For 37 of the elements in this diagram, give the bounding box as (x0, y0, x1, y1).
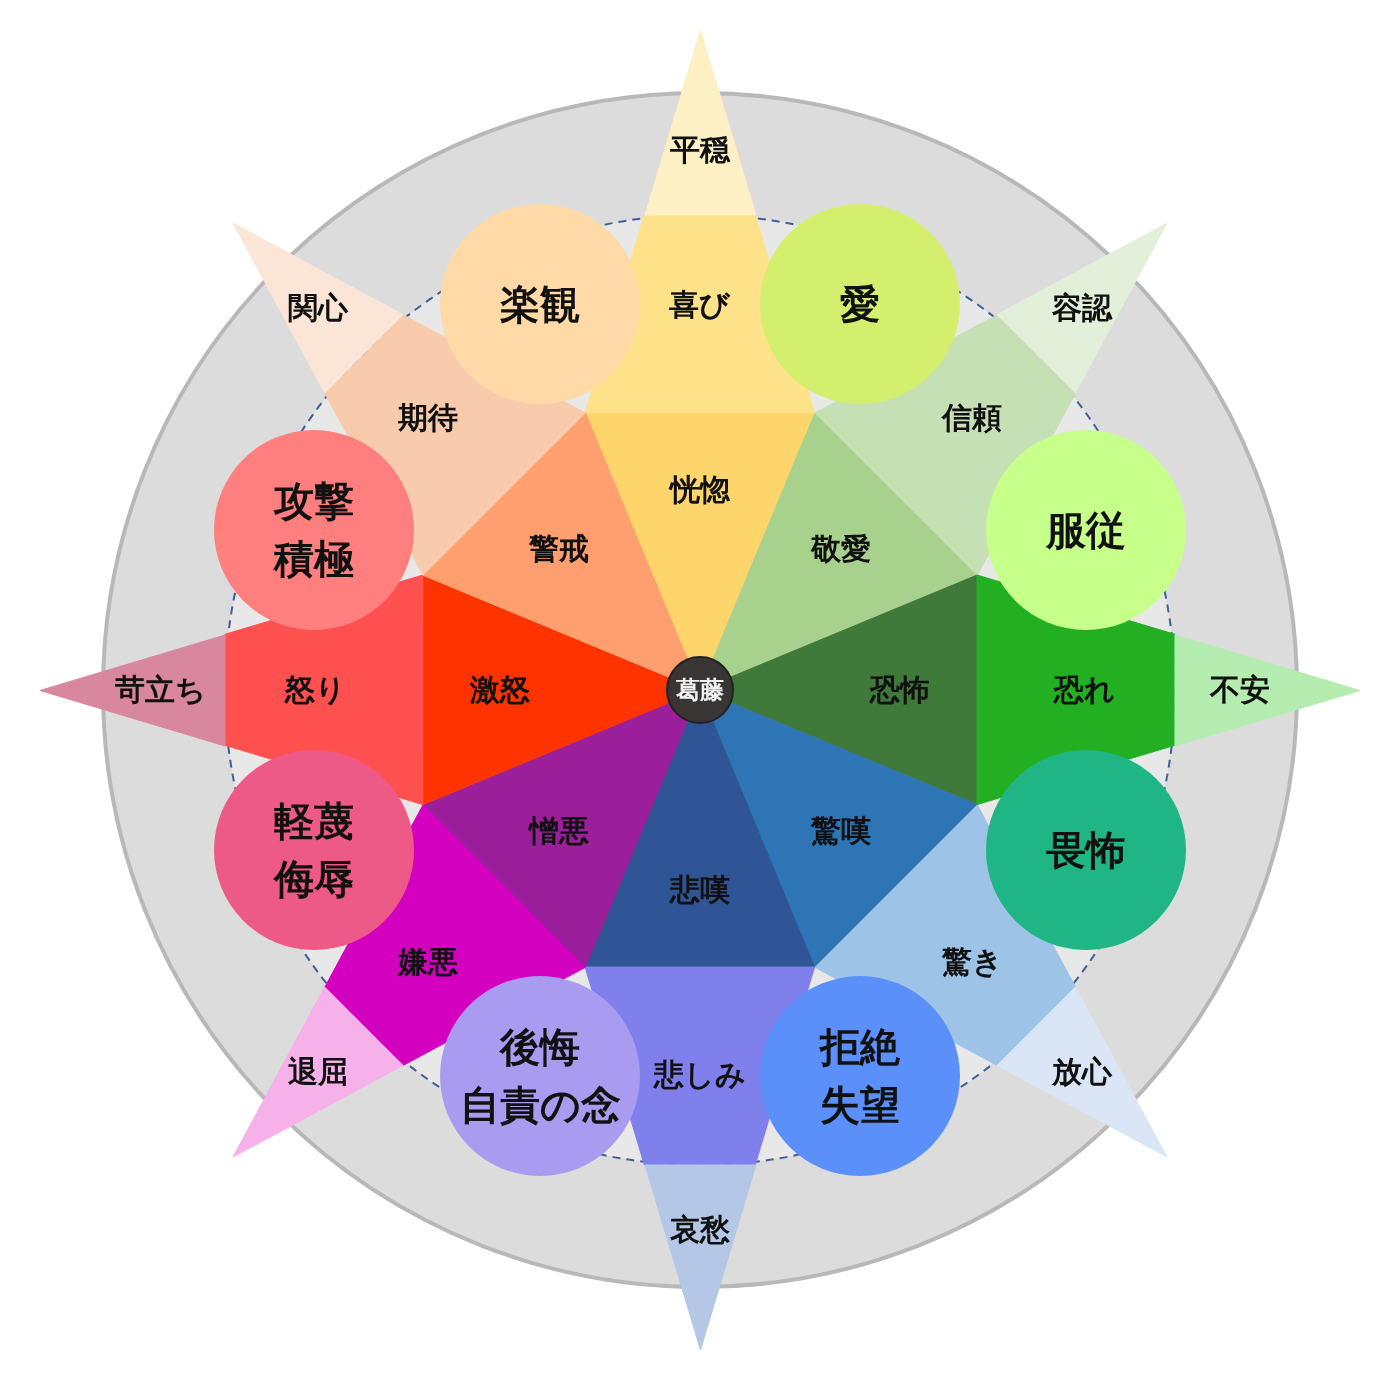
dyad-label: 攻撃 (273, 477, 354, 527)
emotion-label: 不安 (1210, 670, 1270, 709)
emotion-label: 関心 (288, 288, 349, 327)
emotion-label: 放心 (1051, 1052, 1112, 1091)
emotion-label: 喜び (669, 285, 731, 324)
emotion-label: 警戒 (528, 529, 589, 568)
center-label: 葛藤 (676, 674, 724, 706)
dyad-label: 軽蔑 (273, 796, 354, 846)
emotion-label: 期待 (397, 398, 458, 437)
dyad-label: 愛 (839, 279, 880, 329)
emotion-label: 怒り (284, 670, 346, 709)
emotion-label: 悲しみ (654, 1055, 746, 1094)
emotion-label: 恐怖 (870, 670, 930, 709)
emotion-label: 退屈 (288, 1052, 349, 1091)
dyad-label: 積極 (273, 535, 354, 585)
emotion-label: 敬愛 (811, 529, 872, 568)
dyad-label: 服従 (1046, 506, 1127, 556)
emotion-label: 憎悪 (528, 811, 589, 850)
emotion-label: 嫌悪 (397, 942, 458, 981)
emotion-label: 驚き (941, 942, 1003, 981)
emotion-label: 容認 (1051, 288, 1112, 327)
dyad-label: 失望 (819, 1081, 900, 1131)
emotion-label: 苛立ち (114, 670, 206, 709)
dyad-label: 拒絶 (819, 1023, 900, 1073)
emotion-label: 平穏 (670, 130, 730, 169)
emotion-label: 驚嘆 (811, 811, 872, 850)
emotion-label: 激怒 (470, 670, 530, 709)
emotion-label: 哀愁 (670, 1210, 730, 1249)
emotion-label: 恍惚 (670, 470, 730, 509)
emotion-label: 信頼 (942, 398, 1003, 437)
emotion-label: 悲嘆 (670, 870, 730, 909)
dyad-label: 自責の念 (459, 1081, 621, 1131)
dyad-label: 後悔 (500, 1023, 581, 1073)
dyad-label: 侮辱 (273, 854, 354, 904)
emotion-label: 恐れ (1054, 670, 1116, 709)
dyad-label: 楽観 (500, 279, 581, 329)
dyad-label: 畏怖 (1046, 825, 1127, 875)
